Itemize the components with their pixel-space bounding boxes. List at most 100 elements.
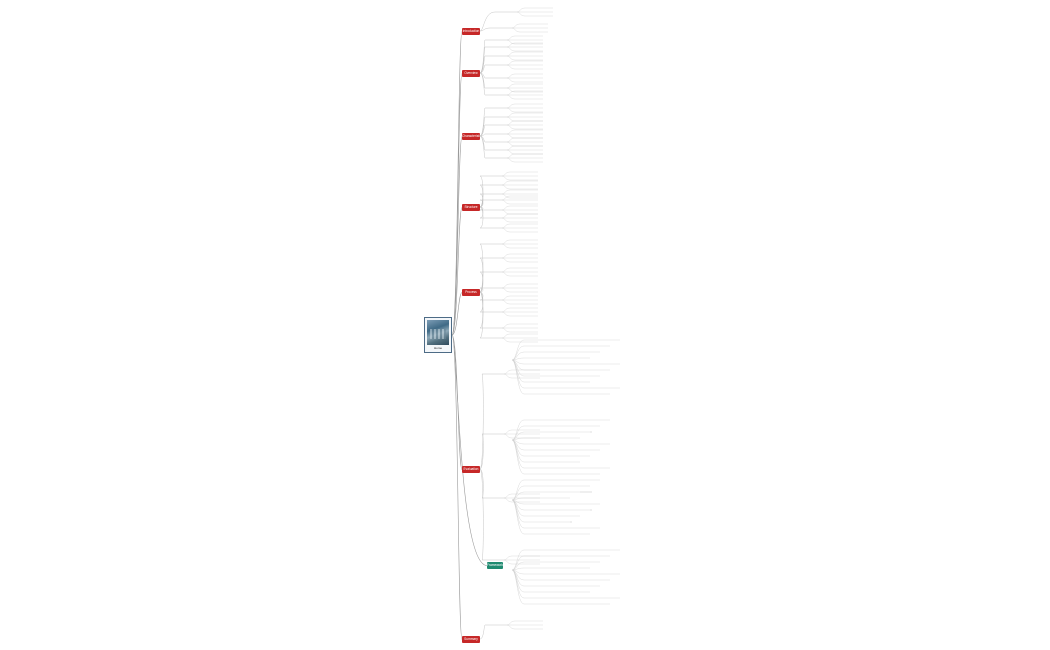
deep-connector-line <box>511 499 572 523</box>
deep-connector-line <box>511 499 590 535</box>
root-label: Home <box>433 346 442 350</box>
connector-line <box>451 334 463 640</box>
sub-connector-line <box>479 11 517 32</box>
branch-node[interactable]: Characteristics <box>462 133 480 140</box>
leaf-connector-line <box>506 120 543 126</box>
leaf-connector-line <box>501 227 538 233</box>
branch-node[interactable]: Summary <box>462 636 480 643</box>
deep-connector-line <box>511 439 600 475</box>
deep-connector-line <box>511 359 620 389</box>
leaf-connector-line <box>506 124 543 130</box>
leaf-connector-line <box>506 73 543 79</box>
leaf-connector-line <box>501 333 538 339</box>
deep-connector-line <box>511 569 610 605</box>
leaf-connector-line <box>506 107 543 113</box>
leaf-connector-line <box>503 497 540 503</box>
leaf-connector-line <box>506 149 543 155</box>
sub-connector-line <box>479 107 507 137</box>
deep-connector-line <box>511 499 580 517</box>
sub-connector-line <box>479 243 502 293</box>
root-node[interactable]: Home <box>424 317 452 353</box>
leaf-connector-line <box>503 433 540 439</box>
leaf-connector-line <box>501 327 538 333</box>
leaf-connector-line <box>503 369 540 375</box>
leaf-connector-line <box>506 87 543 93</box>
sub-connector-line <box>479 271 502 293</box>
leaf-connector-line <box>506 103 543 109</box>
leaf-connector-line <box>501 209 538 215</box>
sub-connector-line <box>479 135 507 151</box>
sub-connector-line <box>479 72 507 79</box>
sub-connector-line <box>479 468 504 561</box>
deep-connector-line <box>511 439 580 463</box>
leaf-connector-line <box>506 83 543 89</box>
leaf-connector-line <box>501 253 538 259</box>
leaf-connector-line <box>501 239 538 245</box>
deep-connector-line <box>511 569 590 593</box>
sub-connector-line <box>479 257 502 293</box>
leaf-connector-line <box>501 205 538 211</box>
sub-connector-line <box>479 116 507 137</box>
leaf-connector-line <box>506 94 543 100</box>
leaf-connector-line <box>501 223 538 229</box>
deep-connector-line <box>511 439 600 451</box>
leaf-connector-line <box>506 141 543 147</box>
leaf-connector-line <box>501 171 538 177</box>
sub-connector-line <box>479 184 502 208</box>
sub-connector-line <box>479 373 504 470</box>
sub-connector-line <box>479 206 502 219</box>
branch-node[interactable]: Structure <box>462 204 480 211</box>
deep-connector-line <box>511 569 620 575</box>
leaf-connector-line <box>501 283 538 289</box>
sub-connector-line <box>479 199 502 208</box>
branch-node[interactable]: Overview <box>462 70 480 77</box>
leaf-connector-line <box>506 90 543 96</box>
leaf-connector-line <box>506 116 543 122</box>
leaf-connector-line <box>501 189 538 195</box>
leaf-connector-line <box>506 64 543 70</box>
leaf-connector-line <box>503 559 540 565</box>
deep-connector-line <box>511 351 600 361</box>
leaf-connector-line <box>516 11 553 17</box>
leaf-connector-line <box>501 243 538 249</box>
leaf-connector-line <box>501 307 538 313</box>
leaf-connector-line <box>506 39 543 45</box>
deep-connector-line <box>511 437 580 441</box>
sub-connector-line <box>479 175 502 208</box>
leaf-connector-line <box>501 184 538 190</box>
deep-connector-line <box>511 357 590 361</box>
leaf-connector-line <box>506 42 543 48</box>
leaf-connector-line <box>501 193 538 199</box>
deep-connector-line <box>511 439 610 469</box>
sub-connector-line <box>479 287 502 293</box>
sub-connector-line <box>479 135 507 159</box>
leaf-connector-line <box>501 311 538 317</box>
branch-node-highlight[interactable]: Framework <box>487 562 503 569</box>
leaf-connector-line <box>506 145 543 151</box>
leaf-connector-line <box>511 27 548 33</box>
leaf-connector-line <box>506 157 543 163</box>
sub-connector-line <box>479 72 507 96</box>
deep-connector-line <box>511 359 600 377</box>
sub-connector-line <box>479 291 502 339</box>
branch-node[interactable]: Introduction <box>462 28 480 35</box>
deep-connector-line <box>511 359 590 383</box>
branch-node[interactable]: Process <box>462 289 480 296</box>
leaf-connector-line <box>503 373 540 379</box>
deep-connector-line <box>511 425 600 441</box>
deep-connector-line <box>511 491 592 501</box>
sub-connector-line <box>479 64 507 74</box>
leaf-connector-line <box>516 7 553 13</box>
leaf-connector-line <box>506 129 543 135</box>
leaf-connector-line <box>503 493 540 499</box>
sub-connector-line <box>479 206 502 211</box>
leaf-connector-line <box>506 153 543 159</box>
connector-line <box>451 207 463 336</box>
branch-node[interactable]: Evaluation <box>462 466 480 473</box>
deep-connector-line <box>511 499 600 505</box>
leaf-connector-line <box>501 257 538 263</box>
connector-line <box>451 334 488 566</box>
sub-connector-line <box>479 468 504 499</box>
sub-connector-line <box>479 291 502 329</box>
